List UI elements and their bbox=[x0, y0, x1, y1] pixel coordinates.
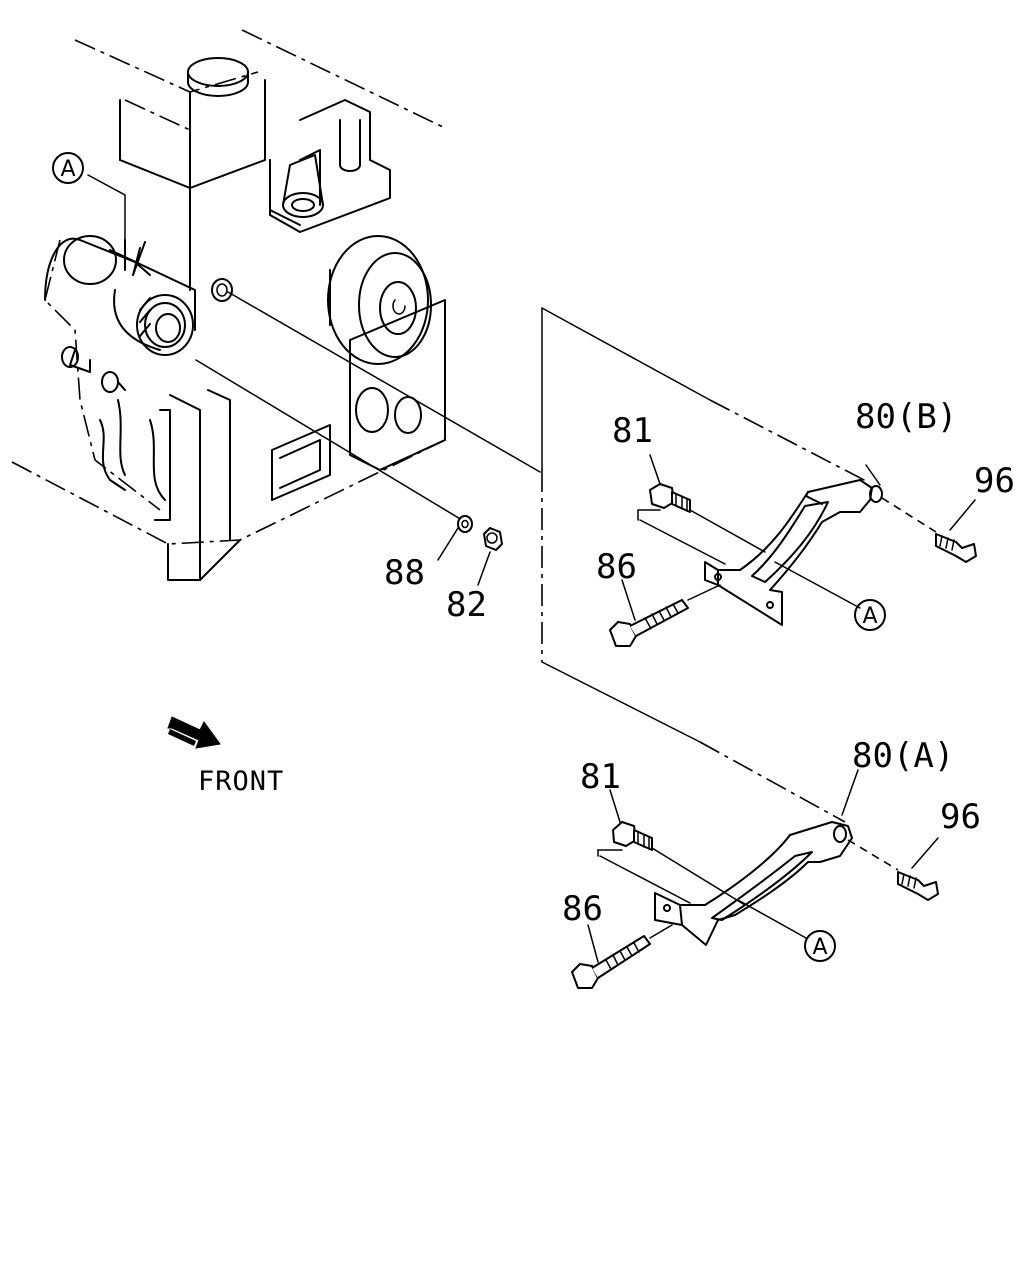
ref-a-engine-text: A bbox=[60, 157, 75, 182]
ref-a-upper-text: A bbox=[862, 604, 877, 629]
bracket-view-upper bbox=[541, 307, 869, 823]
label-80a: 80(A) bbox=[852, 736, 954, 776]
label-82: 82 bbox=[446, 585, 487, 625]
ref-circle-a-lower: A bbox=[804, 930, 836, 962]
bracket-80a bbox=[654, 821, 853, 946]
label-80b: 80(B) bbox=[855, 397, 957, 437]
label-81-upper: 81 bbox=[612, 411, 653, 451]
label-86-upper: 86 bbox=[596, 547, 637, 587]
label-88: 88 bbox=[384, 553, 425, 593]
label-96-upper: 96 bbox=[974, 461, 1015, 501]
bolt-96-upper bbox=[935, 533, 977, 563]
label-81-lower: 81 bbox=[580, 757, 621, 797]
bracket-80b bbox=[704, 479, 883, 626]
bolt-86-lower bbox=[571, 935, 651, 989]
label-96-lower: 96 bbox=[940, 797, 981, 837]
bolt-81-lower bbox=[612, 821, 653, 851]
nut-82 bbox=[483, 527, 503, 551]
engine-block bbox=[11, 29, 446, 581]
ref-a-lower-text: A bbox=[812, 935, 827, 960]
front-arrow-icon bbox=[167, 716, 221, 749]
bolt-86-upper bbox=[609, 599, 689, 647]
washer-88 bbox=[457, 515, 473, 533]
ref-circle-a-upper: A bbox=[854, 599, 886, 631]
ref-circle-a-engine: A bbox=[52, 152, 84, 184]
front-label: FRONT bbox=[198, 766, 284, 797]
label-86-lower: 86 bbox=[562, 889, 603, 929]
bolt-96-lower bbox=[897, 871, 939, 901]
bolt-81-upper bbox=[649, 483, 691, 513]
